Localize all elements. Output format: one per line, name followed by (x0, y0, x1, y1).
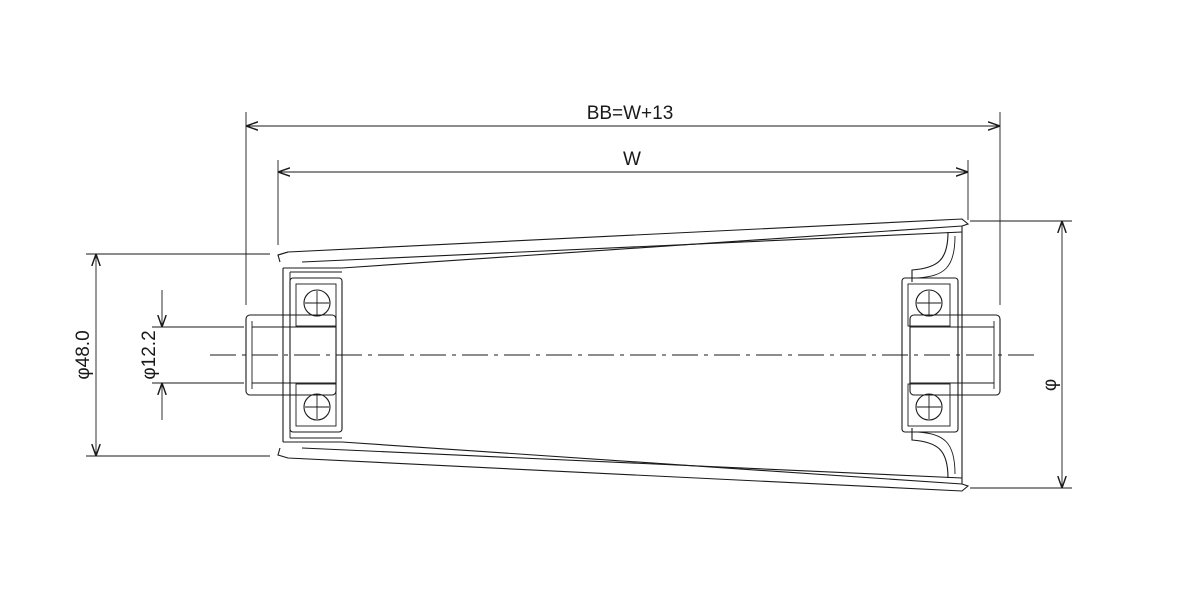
right-end-cap-inner (917, 235, 956, 475)
label-overall-width: BB=W+13 (587, 103, 674, 124)
right-bearing-upper-race (907, 283, 951, 327)
left-ball-upper (303, 289, 331, 317)
dimension-overall-width: BB=W+13 (245, 103, 1001, 305)
left-bearing-lower-race (295, 383, 337, 427)
dimension-large-diameter: φ (970, 220, 1072, 489)
label-large-diameter: φ (1040, 379, 1061, 391)
left-shaft-sleeve (245, 314, 337, 396)
label-face-width: W (623, 149, 641, 170)
shell-top-outer (277, 218, 970, 269)
label-outer-diameter: φ48.0 (73, 330, 94, 379)
label-shaft-diameter: φ12.2 (139, 330, 160, 379)
right-end-cap (911, 231, 963, 479)
shell-top-lip (277, 251, 289, 256)
right-ball-lower (915, 393, 943, 421)
left-bearing-outer (289, 277, 343, 433)
tapered-shell (277, 218, 970, 492)
left-bearing-assembly (245, 267, 343, 443)
dimension-face-width: W (277, 149, 969, 245)
shell-bottom-inner (301, 447, 963, 479)
right-ball-upper (915, 289, 943, 317)
left-ball-lower (303, 393, 331, 421)
dimension-shaft-diameter: φ12.2 (139, 290, 244, 420)
left-bearing-upper-race (295, 283, 337, 327)
right-shaft-sleeve (909, 314, 1001, 396)
right-bearing-outer (901, 277, 959, 433)
right-bearing-lower-race (907, 383, 951, 427)
left-housing-outline (282, 267, 342, 443)
shell-top-inner (301, 231, 963, 263)
shell-bottom-outer (277, 441, 970, 492)
right-bearing-assembly (901, 231, 1001, 479)
dimension-outer-diameter: φ48.0 (73, 253, 270, 457)
